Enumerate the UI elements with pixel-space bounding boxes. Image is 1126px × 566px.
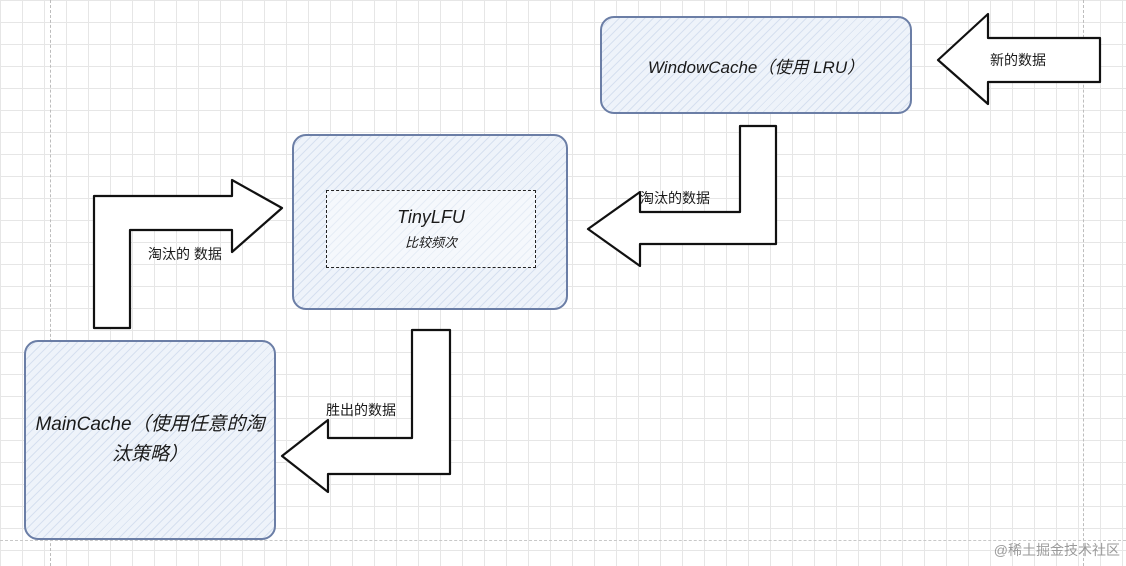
guide-line-left [50,0,51,566]
arrow-window-evicted [586,124,778,268]
window-cache-label: WindowCache（使用 LRU） [647,57,865,77]
window-cache-box: WindowCache（使用 LRU） [600,16,912,114]
arrow-main-evicted [92,178,284,330]
guide-line-bottom [0,540,1126,541]
window-evicted-label: 淘汰的数据 [640,190,710,206]
guide-line-right [1083,0,1084,566]
tinylfu-title: TinyLFU [397,207,465,227]
arrow-winner [280,328,452,494]
watermark: @稀土掘金技术社区 [993,542,1120,558]
main-cache-label: MainCache（使用任意的淘汰策略） [35,414,265,465]
arrow-new-data [936,12,1102,106]
new-data-label: 新的数据 [990,52,1046,68]
tinylfu-inner-box: TinyLFU 比较频次 [326,190,536,268]
tinylfu-subtitle: 比较频次 [404,235,457,250]
tinylfu-box: TinyLFU 比较频次 [292,134,568,310]
winner-data-label: 胜出的数据 [326,402,396,418]
main-evicted-label: 淘汰的 数据 [148,246,222,262]
main-cache-box: MainCache（使用任意的淘汰策略） [24,340,276,540]
